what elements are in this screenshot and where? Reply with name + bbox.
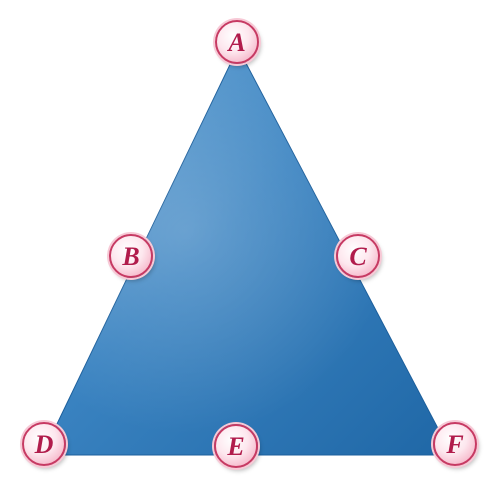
node-a: A — [215, 20, 259, 64]
node-e-label: E — [227, 432, 245, 461]
triangle-highlight — [42, 48, 452, 455]
node-b: B — [109, 234, 153, 278]
node-c: C — [336, 234, 380, 278]
node-d-label: D — [34, 430, 54, 459]
node-e: E — [214, 424, 258, 468]
node-a-label: A — [228, 28, 246, 57]
node-d: D — [22, 422, 66, 466]
node-b-label: B — [122, 242, 140, 271]
node-f-label: F — [446, 430, 464, 459]
node-c-label: C — [349, 242, 367, 271]
node-f: F — [433, 422, 477, 466]
